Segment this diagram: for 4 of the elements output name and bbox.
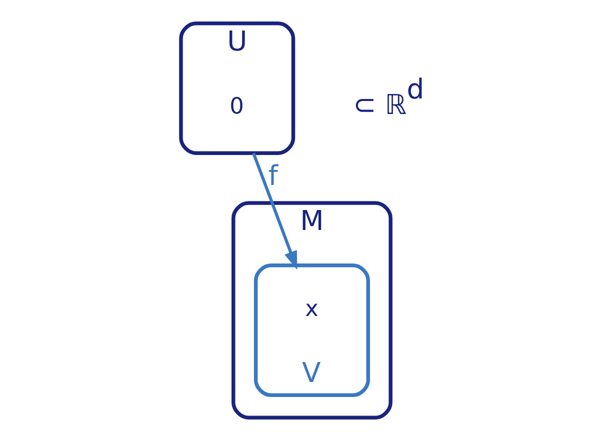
node-text: 0 [230,94,244,120]
edge-label: f [268,161,278,192]
arrow [252,152,298,270]
node-text: x [305,296,318,322]
